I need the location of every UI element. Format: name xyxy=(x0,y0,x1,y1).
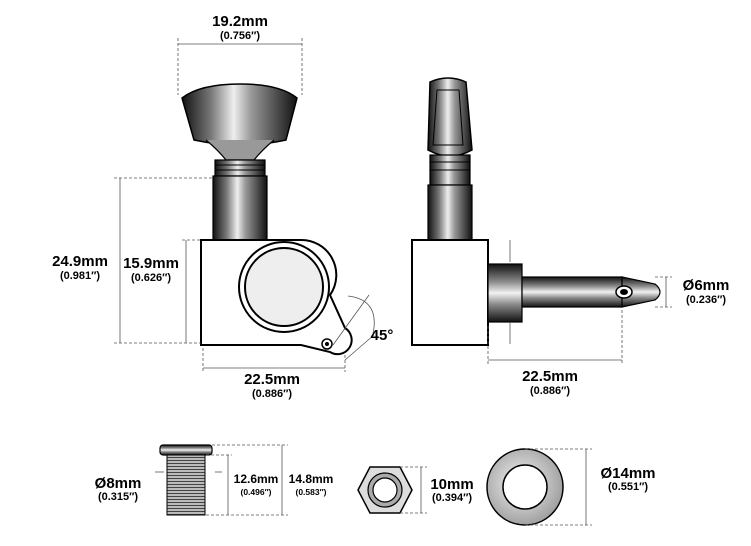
hex-nut xyxy=(357,466,413,514)
side-view xyxy=(411,77,661,346)
angle-label: 45° xyxy=(370,327,394,344)
bushing xyxy=(159,444,213,516)
bushing-diameter-inch: (0.315″) xyxy=(97,491,139,503)
nut-size-mm: 10mm xyxy=(430,476,474,493)
washer-diameter-mm: Ø14mm xyxy=(600,465,656,482)
bushing-long-mm: 14.8mm xyxy=(288,472,334,486)
front-base-mm: 22.5mm xyxy=(244,371,300,388)
washer-diameter-inch: (0.551″) xyxy=(607,481,649,493)
shaft-diameter-inch: (0.236″) xyxy=(685,294,727,306)
tuner-hole xyxy=(238,241,330,333)
front-base-inch: (0.886″) xyxy=(251,388,293,400)
side-base-inch: (0.886″) xyxy=(529,385,571,397)
shaft-diameter-mm: Ø6mm xyxy=(682,277,730,294)
bushing-short-inch: (0.496″) xyxy=(240,487,272,497)
bushing-long-inch: (0.583″) xyxy=(295,487,327,497)
top-width-inch: (0.756″) xyxy=(219,30,261,42)
side-dimensions xyxy=(487,240,672,364)
bushing-short-mm: 12.6mm xyxy=(233,472,279,486)
total-height-mm: 24.9mm xyxy=(52,253,108,270)
tuner-button-side xyxy=(427,77,473,157)
side-base-mm: 22.5mm xyxy=(522,368,578,385)
body-height-inch: (0.626″) xyxy=(130,272,172,284)
bushing-diameter-mm: Ø8mm xyxy=(94,475,142,492)
front-dimensions xyxy=(114,38,346,372)
front-view xyxy=(181,83,375,361)
top-width-mm: 19.2mm xyxy=(212,13,268,30)
total-height-inch: (0.981″) xyxy=(59,270,101,282)
tuner-neck-front xyxy=(205,139,275,161)
nut-size-inch: (0.394″) xyxy=(431,492,473,504)
tuner-button-front xyxy=(181,83,298,146)
nut-dimensions xyxy=(400,466,427,514)
bushing-dimensions xyxy=(155,444,288,516)
tuner-body-side xyxy=(411,239,489,346)
washer xyxy=(486,448,564,526)
body-height-mm: 15.9mm xyxy=(123,255,179,272)
tuner-shaft xyxy=(521,276,623,308)
washer-dimensions xyxy=(525,448,592,526)
